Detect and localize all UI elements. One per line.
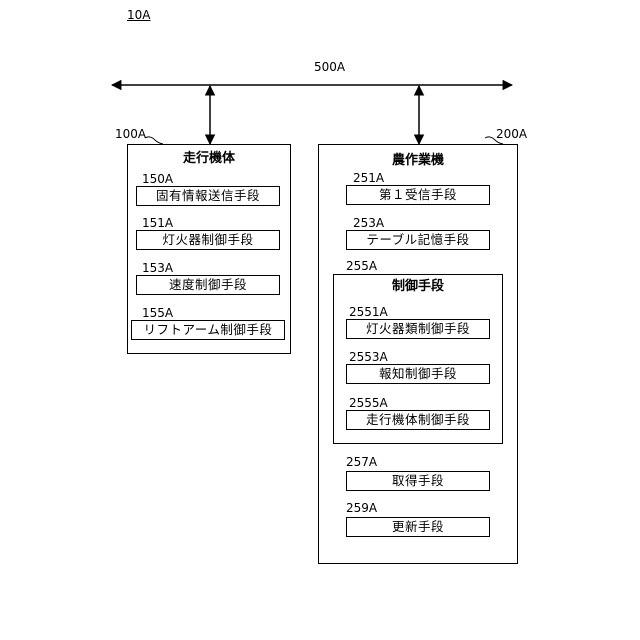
unit-ref: 153A bbox=[142, 261, 173, 275]
unit-ref: 257A bbox=[346, 455, 377, 469]
vehicle-unit-box: 固有情報送信手段 bbox=[136, 186, 280, 206]
unit-ref: 251A bbox=[353, 171, 384, 185]
unit-ref: 253A bbox=[353, 216, 384, 230]
control-unit-box: 報知制御手段 bbox=[346, 364, 490, 384]
vehicle-unit-box: 灯火器制御手段 bbox=[136, 230, 280, 250]
machine-unit-box: 第１受信手段 bbox=[346, 185, 490, 205]
unit-ref: 155A bbox=[142, 306, 173, 320]
unit-ref: 151A bbox=[142, 216, 173, 230]
unit-ref: 150A bbox=[142, 172, 173, 186]
machine-unit-box: 取得手段 bbox=[346, 471, 490, 491]
unit-ref: 2553A bbox=[349, 350, 388, 364]
control-title: 制御手段 bbox=[334, 279, 502, 295]
machine-unit-box: 更新手段 bbox=[346, 517, 490, 537]
control-unit-box: 走行機体制御手段 bbox=[346, 410, 490, 430]
unit-ref: 2555A bbox=[349, 396, 388, 410]
bus-ref: 500A bbox=[314, 60, 345, 74]
machine-title: 農作業機 bbox=[319, 153, 517, 169]
vehicle-unit-box: リフトアーム制御手段 bbox=[131, 320, 285, 340]
machine-unit-box: テーブル記憶手段 bbox=[346, 230, 490, 250]
control-unit-box: 灯火器類制御手段 bbox=[346, 319, 490, 339]
control-ref: 255A bbox=[346, 259, 377, 273]
machine-ref: 200A bbox=[496, 127, 527, 141]
vehicle-title: 走行機体 bbox=[128, 151, 290, 167]
figure-label: 10A bbox=[127, 8, 150, 22]
vehicle-unit-box: 速度制御手段 bbox=[136, 275, 280, 295]
vehicle-ref: 100A bbox=[115, 127, 146, 141]
unit-ref: 2551A bbox=[349, 305, 388, 319]
unit-ref: 259A bbox=[346, 501, 377, 515]
